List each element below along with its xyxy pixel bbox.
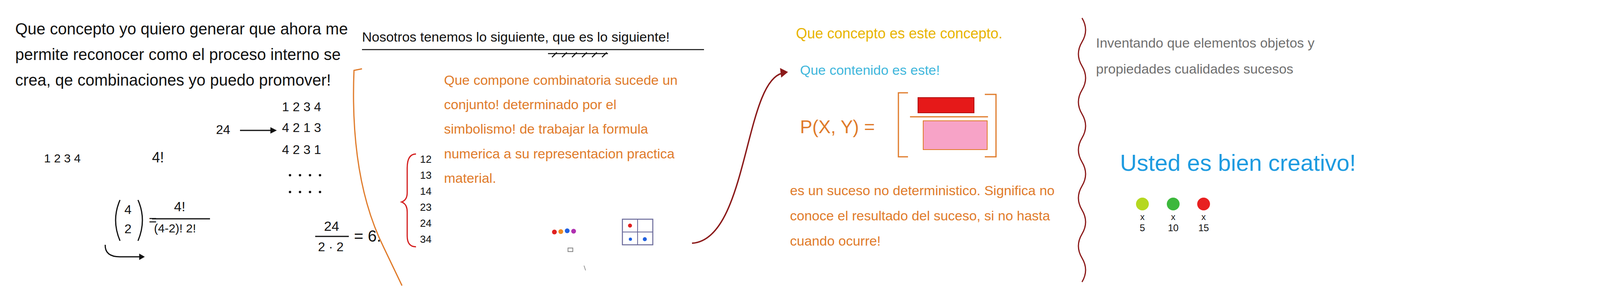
praise-note: Usted es bien creativo! bbox=[1120, 148, 1356, 177]
count: 24 bbox=[216, 122, 231, 138]
cyan-question: Que contenido es este! bbox=[800, 62, 940, 79]
hatch bbox=[572, 52, 577, 58]
red-dot bbox=[552, 229, 557, 235]
arrow-head bbox=[270, 127, 277, 134]
dot bbox=[308, 174, 312, 177]
red-brace bbox=[401, 154, 416, 247]
hatch bbox=[562, 52, 567, 58]
quantity: 15 bbox=[1198, 222, 1210, 234]
yellow-green-dot bbox=[1136, 197, 1149, 211]
dot bbox=[308, 190, 312, 194]
paren-right bbox=[138, 200, 143, 241]
hatch bbox=[602, 52, 607, 58]
dot bbox=[318, 174, 322, 177]
red-dot bbox=[1197, 197, 1210, 211]
underline bbox=[548, 53, 608, 55]
numerator: 4! bbox=[174, 198, 186, 215]
grid-line bbox=[622, 231, 653, 233]
transition-arrow bbox=[692, 73, 783, 244]
denominator: (4-2)! 2! bbox=[154, 221, 196, 236]
dot bbox=[288, 174, 292, 177]
question-note: Que concepto yo quiero generar que ahora… bbox=[15, 16, 368, 93]
factorial: 4! bbox=[152, 148, 164, 166]
hatch bbox=[582, 52, 587, 58]
grid-sketch bbox=[622, 219, 653, 245]
number-row: 1 2 3 4 bbox=[44, 151, 81, 166]
permutation: 1 2 3 4 bbox=[282, 99, 322, 115]
probability-formula: P(X, Y) = bbox=[800, 116, 875, 138]
small-mark bbox=[584, 265, 586, 271]
hatch bbox=[552, 52, 557, 58]
pair: 34 bbox=[420, 233, 432, 246]
small-mark bbox=[568, 248, 573, 252]
arrow-head bbox=[139, 253, 145, 260]
pair: 23 bbox=[420, 201, 432, 214]
binomial-bottom: 2 bbox=[124, 221, 132, 237]
arrow-line bbox=[240, 130, 274, 132]
orange-bracket bbox=[353, 68, 402, 286]
binomial-top: 4 bbox=[124, 202, 132, 218]
orange-definition: es un suceso no deterministico. Signific… bbox=[790, 178, 1062, 254]
red-bar bbox=[918, 97, 974, 113]
fraction-bar bbox=[315, 236, 349, 238]
dot bbox=[298, 190, 302, 194]
bracket-left bbox=[898, 92, 908, 157]
pair: 12 bbox=[420, 153, 432, 166]
hook-arrow bbox=[105, 244, 140, 257]
arrow-head bbox=[780, 68, 788, 78]
dot bbox=[318, 190, 322, 194]
dot bbox=[298, 174, 302, 177]
ellipsis-dots bbox=[288, 174, 322, 194]
hatched-underline bbox=[548, 52, 608, 58]
numerator: 24 bbox=[324, 218, 340, 235]
permutation: 4 2 1 3 bbox=[282, 120, 322, 136]
grid-dot bbox=[628, 237, 632, 241]
multiplier: x bbox=[1140, 212, 1145, 223]
pair: 13 bbox=[420, 169, 432, 182]
multiplier: x bbox=[1171, 212, 1176, 223]
multiplier: x bbox=[1201, 212, 1206, 223]
quantity: 5 bbox=[1139, 222, 1145, 234]
underline bbox=[362, 49, 704, 51]
yellow-question: Que concepto es este concepto. bbox=[796, 24, 1003, 42]
blue-dot bbox=[564, 228, 570, 234]
denominator: 2 · 2 bbox=[318, 239, 344, 255]
pair: 24 bbox=[420, 217, 432, 230]
dot bbox=[288, 190, 292, 194]
permutation: 4 2 3 1 bbox=[282, 142, 322, 158]
grid-dot bbox=[628, 223, 632, 228]
fraction-bar bbox=[152, 218, 210, 220]
wavy-separator bbox=[1078, 18, 1086, 282]
grid-outline bbox=[622, 219, 653, 245]
hatch bbox=[592, 52, 597, 58]
quantity: 10 bbox=[1168, 222, 1179, 234]
divider bbox=[910, 116, 988, 118]
pair: 14 bbox=[420, 185, 432, 198]
paren-left bbox=[115, 200, 120, 241]
pink-bar bbox=[923, 120, 988, 150]
green-dot bbox=[1166, 197, 1180, 211]
result: = 6. bbox=[354, 226, 382, 246]
grid-dot bbox=[642, 237, 647, 242]
grey-note: Inventando que elementos objetos y propi… bbox=[1096, 30, 1320, 82]
section-heading: Nosotros tenemos lo siguiente, que es lo… bbox=[362, 28, 670, 46]
orange-note: Que compone combinatoria sucede un conju… bbox=[444, 68, 684, 191]
purple-dot bbox=[571, 228, 576, 234]
orange-dot bbox=[558, 229, 564, 234]
